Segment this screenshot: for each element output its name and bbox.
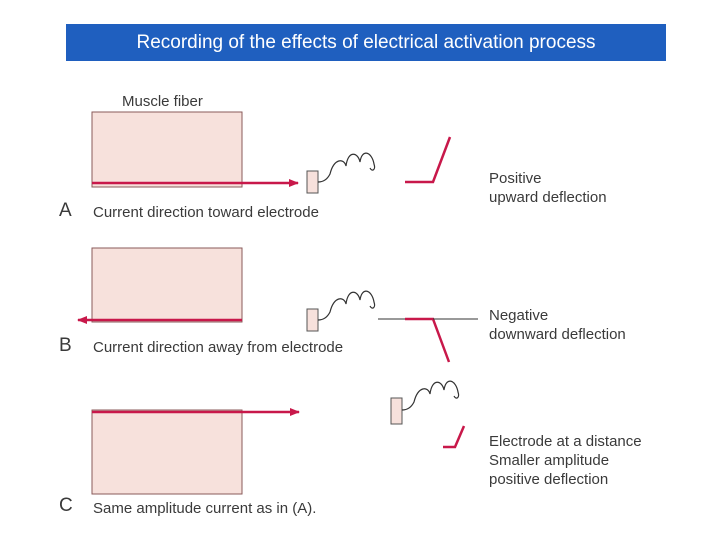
result-a-line-1: Positive bbox=[489, 170, 542, 187]
electrode-c bbox=[390, 380, 460, 425]
downward-deflection-trace bbox=[405, 317, 451, 363]
panel-letter-c: C bbox=[59, 495, 73, 516]
panel-letter-b: B bbox=[59, 335, 72, 356]
muscle-fiber-c bbox=[91, 409, 243, 495]
electrode-b bbox=[306, 290, 376, 332]
result-a-line-2: upward deflection bbox=[489, 189, 607, 206]
muscle-fiber-label: Muscle fiber bbox=[122, 93, 203, 110]
slide-title: Recording of the effects of electrical a… bbox=[66, 24, 666, 61]
result-c-line-3: positive deflection bbox=[489, 471, 609, 488]
caption-b: Current direction away from electrode bbox=[93, 339, 344, 356]
upward-deflection-trace bbox=[405, 136, 452, 184]
electrode-a bbox=[306, 152, 376, 194]
result-b-line-1: Negative bbox=[489, 307, 549, 324]
muscle-fiber-a bbox=[91, 111, 243, 188]
small-deflection-trace bbox=[443, 425, 466, 449]
result-c-line-1: Electrode at a distance bbox=[489, 433, 642, 450]
caption-a: Current direction toward electrode bbox=[93, 204, 319, 221]
muscle-fiber-b bbox=[91, 247, 243, 323]
panel-letter-a: A bbox=[59, 200, 72, 221]
result-b-line-2: downward deflection bbox=[489, 326, 626, 343]
caption-c: Same amplitude current as in (A). bbox=[93, 500, 317, 517]
result-c-line-2: Smaller amplitude bbox=[489, 452, 610, 469]
